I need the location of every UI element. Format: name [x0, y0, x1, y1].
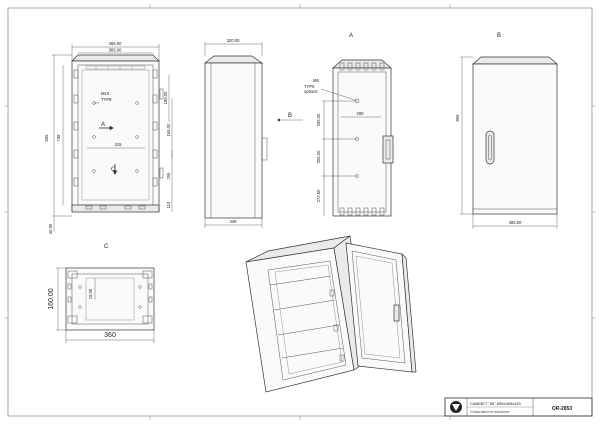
section-c-view: C 160.00 15.00 360 [48, 244, 155, 343]
dim-465: 465.00 [109, 41, 122, 46]
dim-260: 260 [357, 111, 365, 116]
door-handle [485, 130, 495, 165]
view-b-marker: B [288, 113, 292, 119]
dim-315: 315 [115, 142, 123, 147]
section-a-marker: A [101, 122, 105, 128]
section-c-title: C [104, 244, 109, 250]
typ6-label: TYP6 [304, 84, 315, 89]
dim-855: 855 [44, 134, 49, 142]
side-view: 320.00 349 B [203, 38, 303, 228]
section-a-view: A M6 TYP6 options 260 205.00 205.00 272.… [304, 33, 394, 217]
iso-door-handle [393, 304, 400, 322]
dim-40-90: 40.90 [48, 223, 53, 234]
dim-360: 360 [104, 332, 116, 339]
m6-label: M6 [313, 78, 319, 83]
section-c-marker: C [111, 167, 116, 173]
dim-205-lower: 205.00 [316, 150, 321, 163]
back-view-b: B 855 465.00 [455, 33, 558, 229]
isometric-view [245, 235, 417, 393]
dim-15: 15.00 [88, 288, 93, 299]
dim-320: 320.00 [227, 38, 240, 43]
dim-465-b: 465.00 [509, 220, 522, 225]
company-logo [450, 401, 462, 413]
section-a-title: A [349, 33, 353, 39]
dim-185: 185.00 [163, 91, 168, 104]
dim-272-50: 272.50 [316, 189, 321, 202]
dim-855-b: 855 [455, 114, 460, 122]
dim-165: 165.00 [166, 123, 171, 136]
dim-365: 365.00 [109, 48, 122, 53]
dim-255: 255 [166, 172, 171, 180]
dim-110: 110 [166, 201, 171, 208]
view-b-title: B [497, 33, 501, 39]
dim-160: 160.00 [48, 288, 55, 310]
options-label: options [304, 89, 318, 94]
title-block: CABINET "66" 855x465x320 TYMAR BRUTTO IN… [444, 397, 593, 417]
typ8-label: TYP8 [101, 97, 112, 102]
dim-349: 349 [230, 219, 238, 224]
dim-205-upper: 205.00 [316, 113, 321, 126]
dim-738: 738 [56, 134, 61, 142]
m10-label: M10 [101, 91, 110, 96]
title-company: TYMAR BRUTTO INDUSTRY [470, 410, 510, 414]
drawing-number: OR-2853 [552, 406, 573, 412]
front-open-view: 465.00 365.00 855 738 185.00 165.00 255 … [44, 41, 173, 234]
title-description: CABINET "66" 855x465x320 [470, 401, 522, 406]
